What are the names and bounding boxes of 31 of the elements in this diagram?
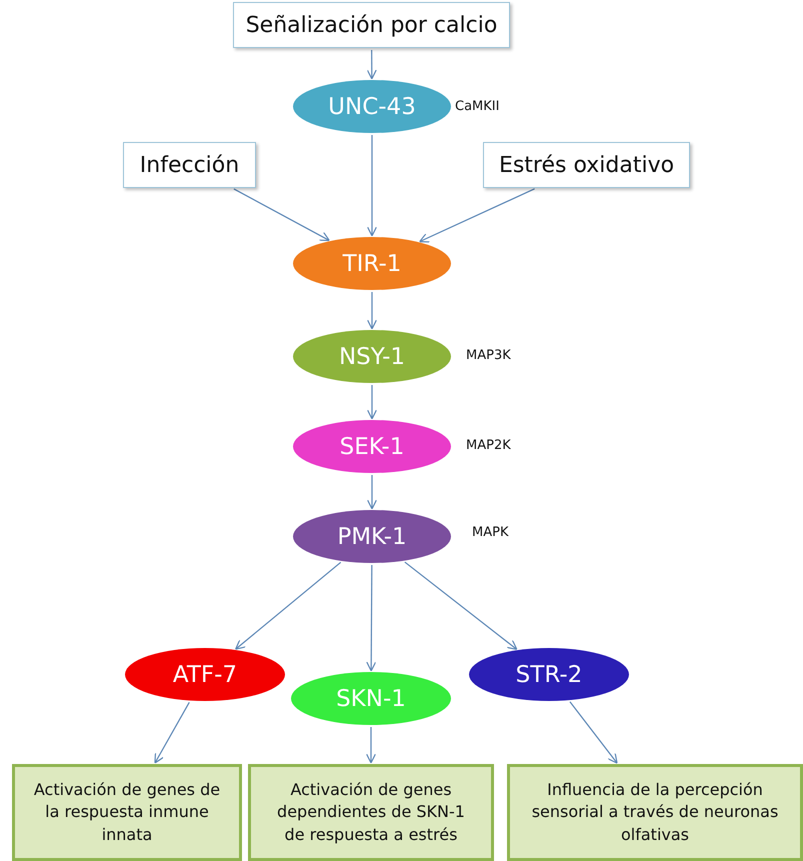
arrow [569,701,618,764]
arrow [154,702,190,764]
arrow [419,188,535,243]
stimulus-box: Estrés oxidativo [483,142,690,188]
arrow [235,562,342,650]
protein-ellipse: NSY-1 [293,330,451,383]
arrow [366,50,377,80]
kinase-class-label: MAP2K [466,438,511,453]
protein-ellipse: SKN-1 [291,672,451,725]
kinase-class-label: MAPK [472,525,508,540]
protein-ellipse: SEK-1 [293,420,451,473]
protein-ellipse: UNC-43 [293,80,451,133]
arrow [366,475,378,510]
protein-ellipse: PMK-1 [293,510,451,563]
outcome-box: Activación de genes dependientes de SKN-1 de respuesta a estrés [248,764,494,861]
outcome-box: Activación de genes de la respuesta inmune innata [12,764,242,861]
arrow [234,188,330,242]
arrow [366,385,378,420]
outcome-box: Influencia de la percepción sensorial a través de neuronas olfativas [507,764,803,861]
arrow [366,292,378,330]
arrow [366,565,376,672]
arrow [366,135,378,236]
arrow [404,562,518,650]
kinase-class-label: MAP3K [466,348,511,363]
stimulus-box: Infección [123,142,256,188]
protein-ellipse: TIR-1 [293,237,451,290]
protein-ellipse: STR-2 [469,648,629,701]
stimulus-box: Señalización por calcio [233,2,510,48]
arrow [366,727,376,764]
kinase-class-label: CaMKII [455,99,500,114]
protein-ellipse: ATF-7 [125,648,285,701]
